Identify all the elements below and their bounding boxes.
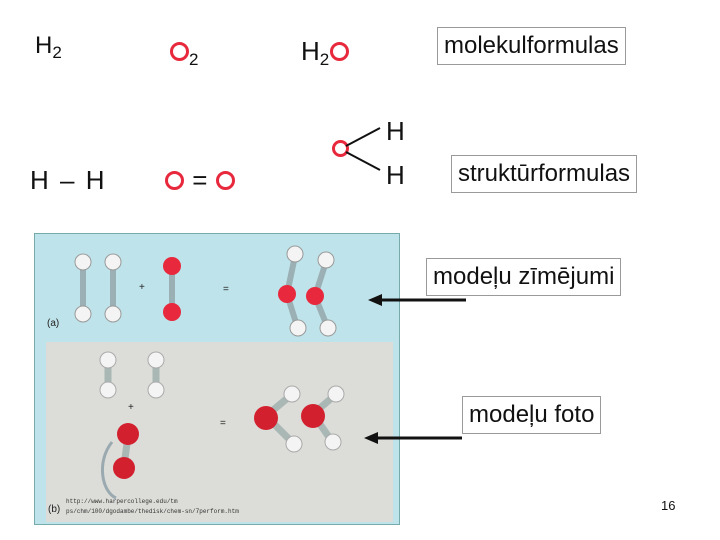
oxygen-atom-icon — [163, 257, 181, 275]
label-modelu-zimejumi: modeļu zīmējumi — [426, 258, 622, 296]
source-url-line1: http://www.harpercollege.edu/tm — [66, 498, 178, 505]
formula-o2: 2 — [170, 38, 198, 68]
figure-plus-a: + — [139, 282, 145, 293]
label-molekulformulas: molekulformulas — [437, 27, 626, 65]
model-photo: + = (b) http://www.harpercollege.edu/tm … — [46, 342, 393, 522]
arrow-icon — [368, 294, 466, 306]
oxygen-atom-icon — [306, 287, 324, 305]
hydrogen-atom-icon — [74, 305, 92, 323]
hydrogen-atom-icon — [324, 433, 342, 451]
double-bond: = — [192, 165, 208, 195]
label-modelu-foto: modeļu foto — [462, 396, 602, 434]
hydrogen-atom-icon — [104, 253, 122, 271]
formula-h2-subscript: 2 — [52, 43, 62, 62]
model-photo-shapes — [99, 351, 345, 500]
oxygen-atom-icon — [278, 285, 296, 303]
formula-h2-symbol: H — [35, 32, 53, 59]
hydrogen-atom-icon — [99, 351, 117, 369]
oxygen-ring-icon — [170, 42, 189, 61]
model-drawings — [74, 245, 337, 337]
page-number: 16 — [661, 498, 676, 513]
oxygen-atom-icon — [301, 404, 325, 428]
hydrogen-atom-icon — [289, 319, 307, 337]
structure-h-right: H — [85, 165, 105, 195]
hydrogen-atom-icon — [285, 435, 303, 453]
structure-h-h: H – H — [30, 167, 105, 193]
structure-h-left: H — [30, 165, 49, 195]
oxygen-atom-icon — [163, 303, 181, 321]
figure-equals-a: = — [223, 284, 229, 295]
formula-h2o: H2 — [301, 36, 350, 69]
oxygen-ring-icon — [330, 42, 350, 61]
single-bond: – — [60, 165, 75, 195]
figure-caption-a: (a) — [47, 318, 60, 329]
hydrogen-atom-icon — [286, 245, 304, 263]
hydrogen-atom-icon — [317, 251, 335, 269]
water-bonds-icon — [345, 127, 381, 171]
arrow-icon — [364, 432, 462, 444]
water-h-bottom: H — [386, 160, 405, 190]
hydrogen-atom-icon — [74, 253, 92, 271]
structure-water: H H — [330, 110, 420, 190]
hydrogen-atom-icon — [147, 381, 165, 399]
oxygen-ring-icon — [165, 171, 184, 190]
structure-o-o: = — [165, 167, 235, 193]
formula-h2o-subscript: 2 — [319, 50, 330, 69]
hydrogen-atom-icon — [283, 385, 301, 403]
label-strukturformulas: struktūrformulas — [451, 155, 638, 193]
figure-caption-b: (b) — [48, 504, 61, 515]
hydrogen-atom-icon — [99, 381, 117, 399]
oxygen-ring-icon — [215, 171, 235, 190]
formula-o2-subscript: 2 — [189, 50, 199, 69]
figure-plus-b: + — [128, 402, 134, 413]
water-h-top: H — [386, 116, 405, 146]
oxygen-atom-icon — [117, 423, 139, 445]
hydrogen-atom-icon — [147, 351, 165, 369]
oxygen-atom-icon — [113, 457, 135, 479]
oxygen-atom-icon — [254, 406, 278, 430]
oxygen-ring-icon — [332, 140, 349, 157]
hydrogen-atom-icon — [319, 319, 337, 337]
hydrogen-atom-icon — [327, 385, 345, 403]
figure-equals-b: = — [220, 418, 226, 429]
source-url-line2: ps/chm/100/dgodambe/thedisk/chem-sn/7per… — [66, 508, 239, 515]
figure-source-url: http://www.harpercollege.edu/tm ps/chm/1… — [66, 498, 239, 515]
formula-h2: H2 — [35, 32, 62, 62]
hydrogen-atom-icon — [104, 305, 122, 323]
formula-h2o-symbol: H — [301, 36, 320, 66]
